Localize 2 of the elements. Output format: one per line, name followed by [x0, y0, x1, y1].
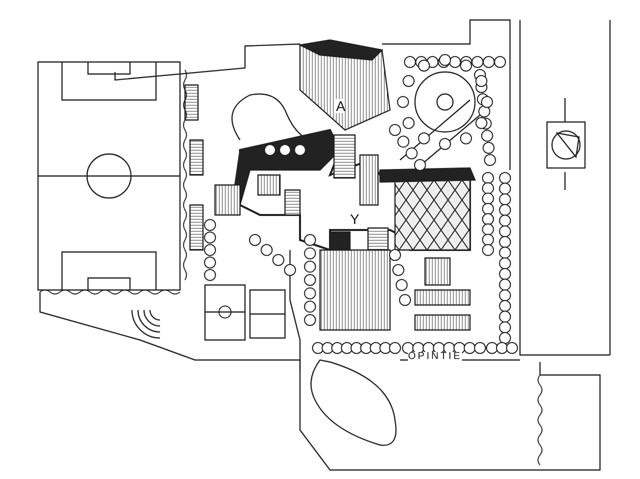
- map-label: OPINTIE: [408, 352, 462, 362]
- map-label: Y: [350, 212, 360, 226]
